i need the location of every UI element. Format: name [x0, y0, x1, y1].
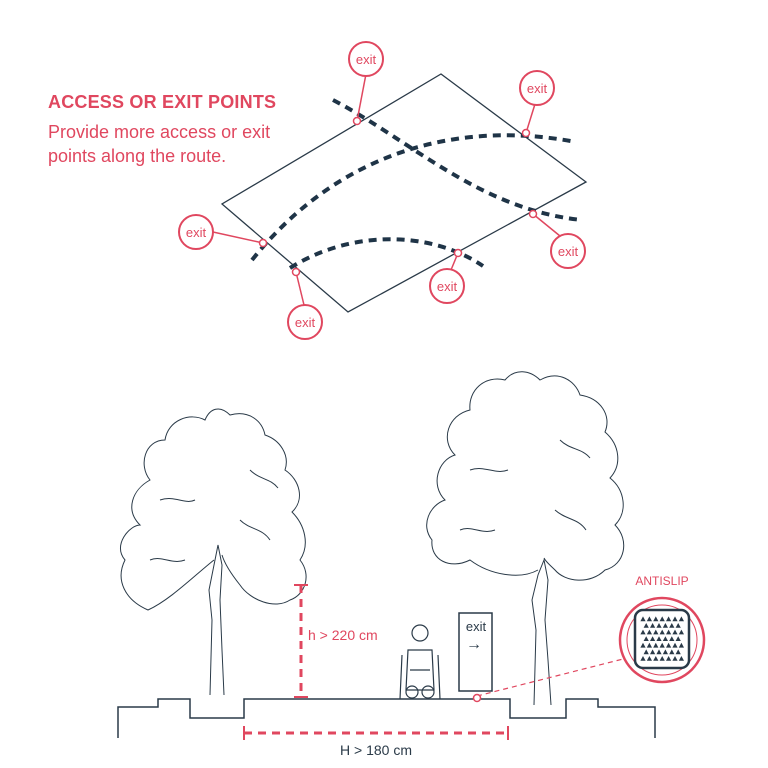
- antislip-texture-mark: [640, 656, 646, 661]
- antislip-texture-mark: [669, 636, 675, 641]
- antislip-texture-mark: [666, 656, 672, 661]
- antislip-texture-mark: [675, 623, 681, 628]
- antislip-texture-mark: [672, 656, 678, 661]
- path-line-1: [332, 98, 583, 222]
- antislip-texture-mark: [678, 656, 684, 661]
- antislip-texture-mark: [640, 642, 646, 648]
- antislip-texture-mark: [672, 616, 678, 622]
- exit-marker-label: exit: [437, 279, 458, 294]
- antislip-texture-mark: [650, 623, 656, 628]
- antislip-texture-mark: [678, 629, 684, 635]
- antislip-texture-mark: [650, 636, 656, 641]
- antislip-texture-mark: [640, 616, 646, 622]
- antislip-texture-mark: [659, 616, 665, 622]
- antislip-texture-mark: [646, 656, 652, 661]
- antislip-texture-mark: [662, 636, 668, 641]
- antislip-texture-mark: [666, 616, 672, 622]
- section-title: ACCESS OR EXIT POINTS: [48, 92, 277, 112]
- antislip-texture-mark: [643, 649, 649, 655]
- antislip-texture-mark: [646, 629, 652, 635]
- section-description: Provide more access or exit points along…: [48, 122, 271, 166]
- antislip-texture-mark: [678, 642, 684, 648]
- antislip-texture-mark: [650, 649, 656, 655]
- exit-marker-label: exit: [186, 225, 207, 240]
- clearance-height-dimension: h > 220 cm: [294, 584, 378, 698]
- antislip-texture-mark: [656, 636, 662, 641]
- antislip-texture-mark: [646, 616, 652, 622]
- antislip-texture-mark: [675, 649, 681, 655]
- exit-marker-label: exit: [527, 81, 548, 96]
- antislip-texture-mark: [653, 642, 659, 648]
- antislip-texture-mark: [656, 623, 662, 628]
- antislip-texture-mark: [675, 636, 681, 641]
- exit-sign-label: exit: [466, 619, 487, 634]
- antislip-texture-mark: [669, 649, 675, 655]
- exit-marker-right: exit: [528, 209, 586, 269]
- wheelchair-user-icon: [399, 624, 441, 700]
- antislip-callout: ANTISLIP: [472, 574, 706, 703]
- antislip-texture-mark: [653, 629, 659, 635]
- path-line-3: [288, 237, 485, 270]
- antislip-texture-mark: [643, 623, 649, 628]
- antislip-texture-mark: [646, 642, 652, 648]
- antislip-label: ANTISLIP: [635, 574, 688, 588]
- antislip-texture-mark: [662, 649, 668, 655]
- exit-marker-label: exit: [295, 315, 316, 330]
- exit-marker-bottom-middle: exit: [429, 248, 465, 304]
- antislip-texture-mark: [643, 636, 649, 641]
- path-width-label: H > 180 cm: [340, 742, 412, 758]
- antislip-texture-mark: [659, 656, 665, 661]
- antislip-texture-mark: [656, 649, 662, 655]
- exit-marker-label: exit: [558, 244, 579, 259]
- exit-marker-bottom-left: exit: [287, 267, 323, 340]
- ground-profile: [117, 698, 656, 738]
- antislip-texture-icon: [640, 616, 684, 661]
- tree-left: [119, 408, 307, 696]
- path-width-dimension: H > 180 cm: [243, 726, 509, 758]
- antislip-texture-mark: [640, 629, 646, 635]
- site-plan-outline: [220, 73, 588, 313]
- exit-marker-label: exit: [356, 52, 377, 67]
- exit-sign: exit →: [458, 612, 493, 692]
- antislip-texture-mark: [659, 642, 665, 648]
- antislip-texture-mark: [653, 616, 659, 622]
- exit-marker-top: exit: [348, 41, 384, 126]
- antislip-texture-mark: [678, 616, 684, 622]
- exit-sign-arrow: →: [466, 636, 482, 653]
- antislip-texture-mark: [659, 629, 665, 635]
- antislip-texture-mark: [666, 629, 672, 635]
- antislip-texture-mark: [669, 623, 675, 628]
- exit-marker-top-right: exit: [519, 70, 555, 138]
- antislip-texture-mark: [672, 629, 678, 635]
- clearance-height-label: h > 220 cm: [308, 627, 378, 643]
- antislip-texture-mark: [653, 656, 659, 661]
- antislip-texture-mark: [662, 623, 668, 628]
- tree-right: [426, 371, 625, 706]
- path-line-2: [250, 133, 577, 262]
- antislip-texture-mark: [672, 642, 678, 648]
- exit-marker-left: exit: [178, 214, 268, 250]
- antislip-texture-mark: [666, 642, 672, 648]
